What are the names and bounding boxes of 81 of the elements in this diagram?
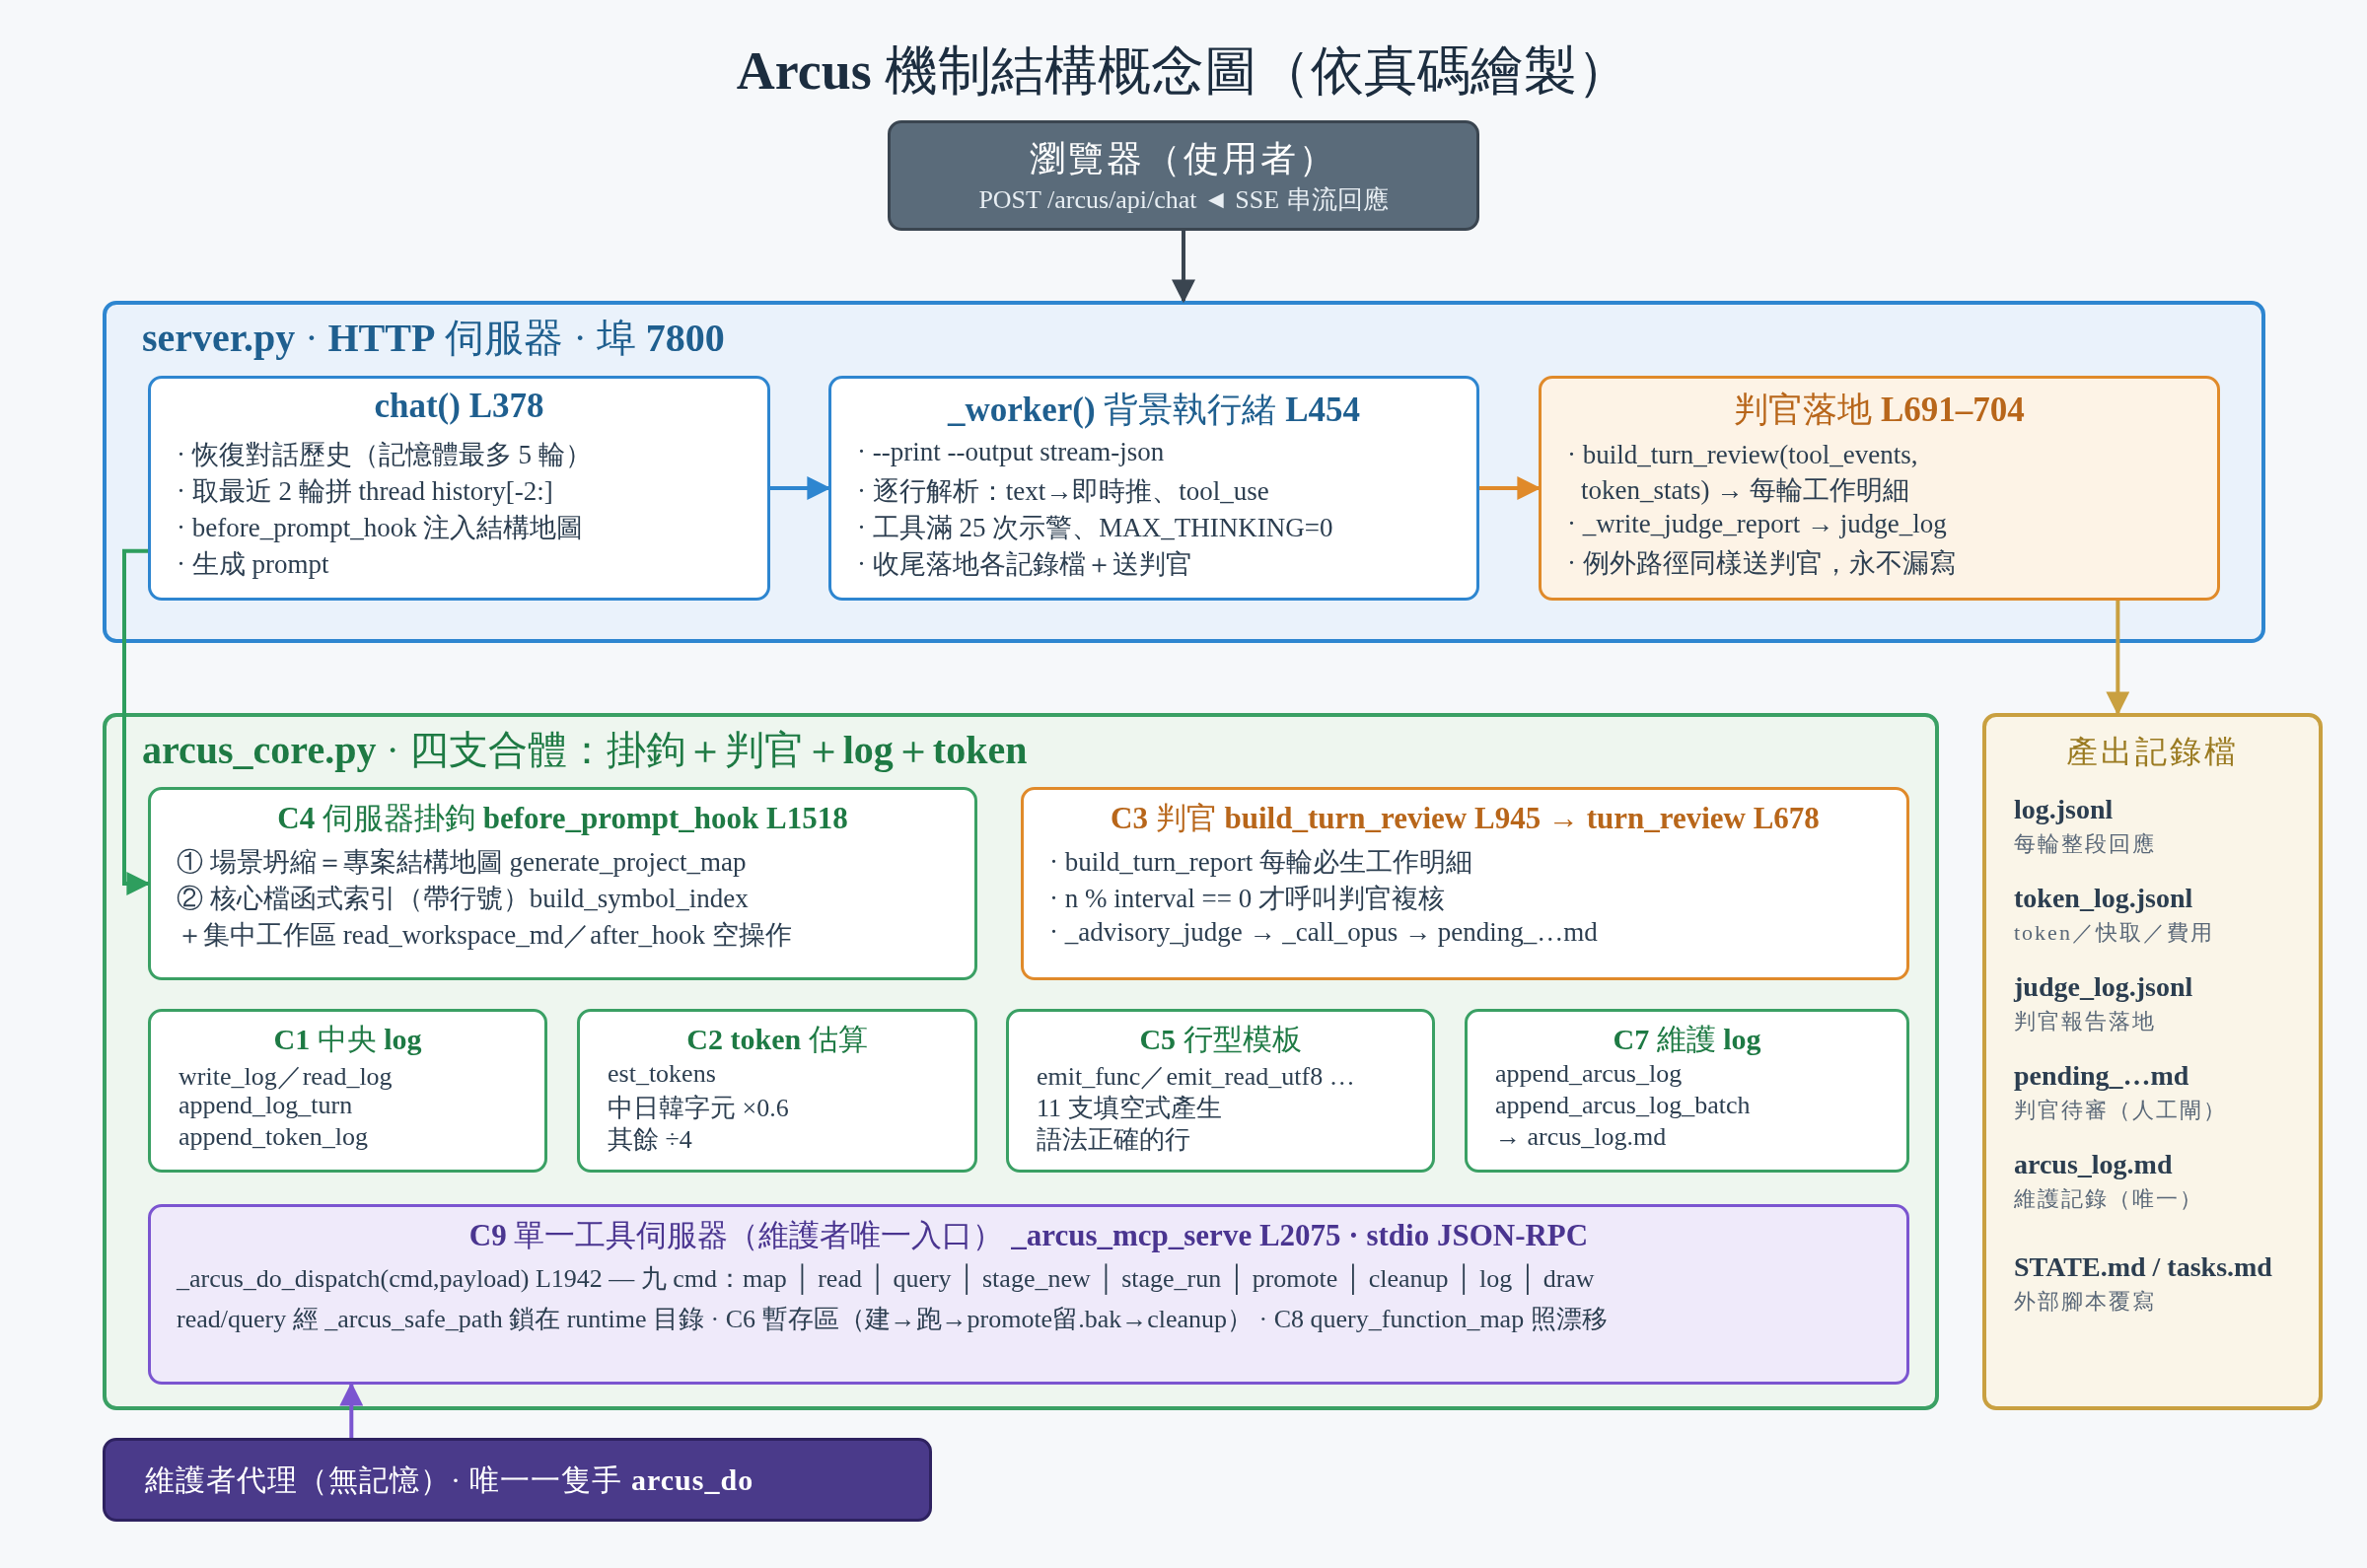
bullet-line: ② 核心檔函式索引（帶行號）build_symbol_index xyxy=(177,883,749,915)
bullet-line: · 恢復對話歷史（記憶體最多 5 輪） xyxy=(177,439,592,471)
bullet-line: ① 場景坍縮＝專案結構地圖 generate_project_map xyxy=(177,846,747,879)
card-title: _worker() 背景執行緒 L454 xyxy=(948,390,1360,431)
component-card xyxy=(1006,1009,1435,1173)
card-title: C2 token 估算 xyxy=(686,1022,868,1057)
card-title: C3 判官 build_turn_review L945 → turn_review L678 xyxy=(1111,800,1820,837)
card-title: C7 維護 log xyxy=(1613,1022,1761,1057)
function-name: 中日韓字元 ×0.6 xyxy=(608,1093,789,1124)
bullet-line: · 收尾落地各記錄檔＋送判官 xyxy=(857,548,1192,581)
file-name: judge_log.jsonl xyxy=(2014,971,2193,1003)
file-name: pending_…md xyxy=(2014,1060,2189,1092)
bullet-line: · 生成 prompt xyxy=(177,548,329,581)
card-title: 判官落地 L691–704 xyxy=(1734,390,2025,431)
arrow xyxy=(1172,231,1195,304)
bullet-line: · build_turn_review(tool_events, token_stats) → 每輪工作明細 xyxy=(1567,439,1919,507)
file-name: arcus_log.md xyxy=(2014,1149,2173,1180)
browser-box xyxy=(888,120,1479,231)
card-title: C4 伺服器掛鉤 before_prompt_hook L1518 xyxy=(277,800,848,837)
file-description: 判官報告落地 xyxy=(2014,1008,2156,1035)
server-panel xyxy=(103,301,2265,643)
bullet-line: ＋集中工作區 read_workspace_md／after_hook 空操作 xyxy=(177,919,792,952)
component-card xyxy=(1021,787,1909,980)
bullet-line: · build_turn_report 每輪必生工作明細 xyxy=(1049,846,1472,879)
panel-heading: 產出記錄檔 xyxy=(2066,733,2239,771)
file-name: STATE.md / tasks.md xyxy=(2014,1251,2272,1283)
function-name: est_tokens xyxy=(608,1059,716,1089)
bullet-line: · 取最近 2 輪拼 thread history[-2:] xyxy=(177,475,553,508)
arrow xyxy=(2106,601,2130,716)
file-description: 每輪整段回應 xyxy=(2014,830,2156,858)
file-description: 維護記錄（唯一） xyxy=(2014,1185,2203,1213)
agent-box xyxy=(103,1438,932,1522)
bullet-line: · 逐行解析：text→即時推、tool_use xyxy=(857,475,1269,508)
component-card xyxy=(148,1204,1909,1385)
bullet-line: · n % interval == 0 才呼叫判官複核 xyxy=(1049,883,1445,915)
file-description: 判官待審（人工閘） xyxy=(2014,1097,2227,1124)
file-description: token／快取／費用 xyxy=(2014,919,2214,947)
arrow xyxy=(122,548,151,895)
function-name: 其餘 ÷4 xyxy=(608,1124,692,1156)
arrow xyxy=(339,1382,364,1438)
card-title: chat() L378 xyxy=(374,387,544,426)
file-description: 外部腳本覆寫 xyxy=(2014,1288,2156,1316)
function-name: 語法正確的行 xyxy=(1037,1124,1190,1156)
card-title: C9 單一工具伺服器（維護者唯一入口） _arcus_mcp_serve L2075 · stdio JSON-RPC xyxy=(468,1217,1589,1254)
function-name: write_log／read_log xyxy=(179,1061,393,1093)
bullet-line: · --print --output stream-json xyxy=(857,437,1165,467)
function-name: 11 支填空式產生 xyxy=(1037,1093,1222,1124)
output-files-panel xyxy=(1982,713,2323,1410)
function-name: emit_func／emit_read_utf8 … xyxy=(1037,1061,1355,1093)
bullet-line: · 例外路徑同樣送判官，永不漏寫 xyxy=(1567,547,1956,580)
function-name: append_log_turn xyxy=(179,1091,353,1120)
function-name: append_token_log xyxy=(179,1122,369,1152)
diagram-title: Arcus 機制結構概念圖（依真碼繪製） xyxy=(736,40,1631,103)
card-title: C5 行型模板 xyxy=(1139,1022,1302,1057)
arrow xyxy=(1479,476,1542,500)
bullet-line: · _advisory_judge → _call_opus → pending_…md xyxy=(1049,917,1598,948)
function-card xyxy=(148,376,770,601)
function-name: append_arcus_log xyxy=(1495,1059,1683,1089)
function-card xyxy=(1539,376,2220,601)
card-title: C1 中央 log xyxy=(273,1022,422,1057)
function-card xyxy=(828,376,1479,601)
panel-heading: server.py · HTTP 伺服器 · 埠 7800 xyxy=(142,315,725,362)
component-card xyxy=(148,1009,547,1173)
panel-heading: arcus_core.py · 四支合體：掛鉤＋判官＋log＋token xyxy=(142,727,1028,774)
bullet-line: read/query 經 _arcus_safe_path 鎖在 runtime 目錄 · C6 暫存區（建→跑→promote留.bak→cleanup） · C8 query_function_map 照漂移 xyxy=(177,1304,1608,1335)
function-name: append_arcus_log_batch xyxy=(1495,1091,1751,1120)
bullet-line: · before_prompt_hook 注入結構地圖 xyxy=(177,512,584,544)
request-line: POST /arcus/api/chat ◄ SSE 串流回應 xyxy=(978,184,1389,216)
arrow xyxy=(770,476,831,500)
box-title: 瀏覽器（使用者） xyxy=(1030,138,1337,180)
component-card xyxy=(1465,1009,1909,1173)
bullet-line: _arcus_do_dispatch(cmd,payload) L1942 — 九 cmd：map │ read │ query │ stage_new │ stage_run │ promote │ cleanup │ log │ draw xyxy=(177,1262,1595,1296)
file-name: token_log.jsonl xyxy=(2014,883,2193,914)
component-card xyxy=(148,787,977,980)
bullet-line: · _write_judge_report → judge_log xyxy=(1567,509,1947,539)
module-panel xyxy=(103,713,1939,1410)
component-card xyxy=(577,1009,977,1173)
bullet-line: · 工具滿 25 次示警、MAX_THINKING=0 xyxy=(857,512,1333,544)
file-name: log.jsonl xyxy=(2014,794,2114,825)
function-name: → arcus_log.md xyxy=(1495,1122,1667,1152)
box-title: 維護者代理（無記憶）· 唯一一隻手 arcus_do xyxy=(145,1462,754,1498)
